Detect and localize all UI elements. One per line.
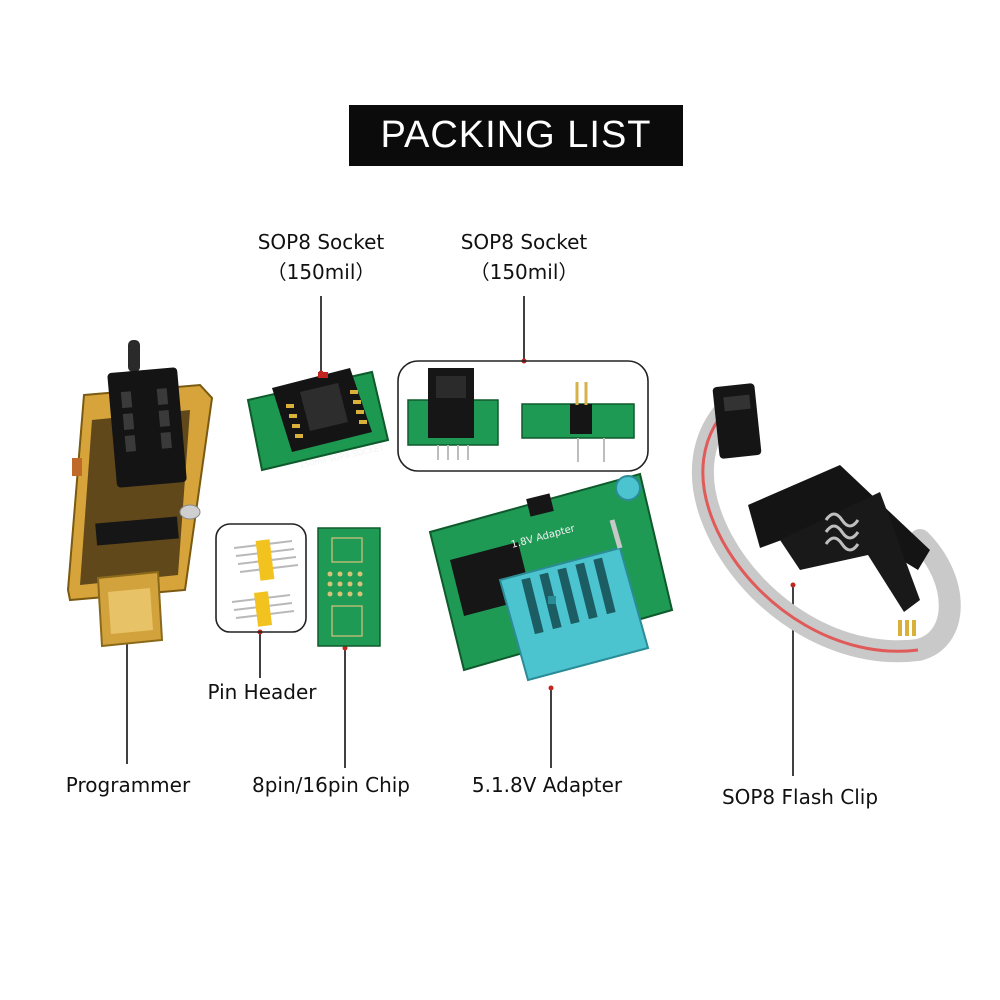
socket-group-outline	[397, 360, 649, 472]
voltage-adapter-board: 1.8V Adapter	[428, 472, 674, 682]
chip-adapter-board	[317, 527, 381, 647]
sop8-adapter-pair	[407, 368, 635, 462]
programmer-device	[66, 340, 214, 648]
label-sop8-socket-right-line2: （150mil）	[469, 260, 579, 284]
label-flash-clip: SOP8 Flash Clip	[721, 785, 879, 809]
flash-clip-assembly	[691, 383, 961, 663]
label-sop8-socket-left: SOP8 Socket （150mil）	[245, 227, 397, 287]
sop8-socket-standalone: 150mil SOP8 SOCKET	[246, 368, 390, 472]
page-title: PACKING LIST	[349, 105, 683, 166]
label-sop8-socket-left-line1: SOP8 Socket	[257, 230, 385, 254]
label-pin-header: Pin Header	[207, 680, 317, 704]
label-sop8-socket-right-line1: SOP8 Socket	[460, 230, 588, 254]
label-programmer: Programmer	[65, 773, 191, 797]
label-chip-adapter: 8pin/16pin Chip	[251, 773, 411, 797]
label-voltage-adapter: 5.1.8V Adapter	[471, 773, 623, 797]
label-sop8-socket-right: SOP8 Socket （150mil）	[448, 227, 600, 287]
label-sop8-socket-left-line2: （150mil）	[266, 260, 376, 284]
pin-header-outline	[215, 523, 307, 633]
pin-headers	[231, 539, 299, 627]
